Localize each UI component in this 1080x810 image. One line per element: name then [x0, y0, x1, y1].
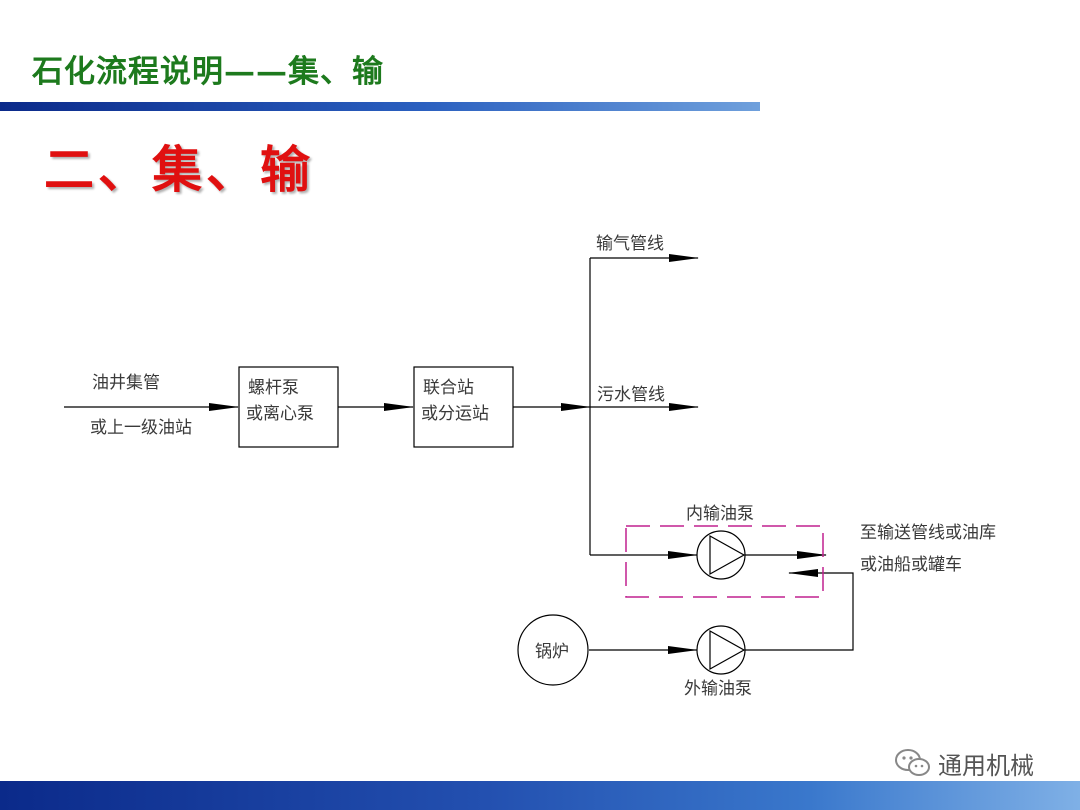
wechat-icon [895, 749, 930, 776]
header-divider-bar [0, 102, 760, 111]
flow-lines [64, 254, 854, 654]
screw-pump-box [238, 366, 339, 448]
outer-pump-return-line [745, 569, 854, 651]
destination-label-line1: 至输送管线或油库 [860, 523, 996, 543]
outer-pump-label: 外输油泵 [684, 679, 752, 699]
boiler-label: 锅炉 [535, 642, 569, 662]
inlet-label-line1: 油井集管 [92, 373, 160, 393]
inner-pump-icon [696, 530, 746, 580]
boiler-icon [517, 614, 589, 686]
union-station-box [413, 366, 514, 448]
box2-label-line2: 或分运站 [421, 404, 489, 424]
watermark-text: 通用机械 [938, 751, 1034, 780]
footer-bar [0, 781, 1080, 810]
box1-label-line2: 或离心泵 [246, 404, 314, 424]
section-title: 二、集、输 [44, 140, 314, 199]
inlet-label-line2: 或上一级油站 [90, 418, 192, 438]
destination-label-line2: 或油船或罐车 [860, 555, 962, 575]
sewage-pipeline-label: 污水管线 [597, 385, 665, 405]
gas-pipeline-label: 输气管线 [596, 234, 664, 254]
box2-label-line1: 联合站 [423, 378, 474, 398]
inner-pump-label: 内输油泵 [686, 504, 754, 524]
outer-pump-icon [696, 625, 746, 675]
box1-label-line1: 螺杆泵 [248, 378, 299, 398]
header-title: 石化流程说明——集、输 [32, 54, 384, 90]
watermark: 通用机械 [894, 746, 1034, 780]
